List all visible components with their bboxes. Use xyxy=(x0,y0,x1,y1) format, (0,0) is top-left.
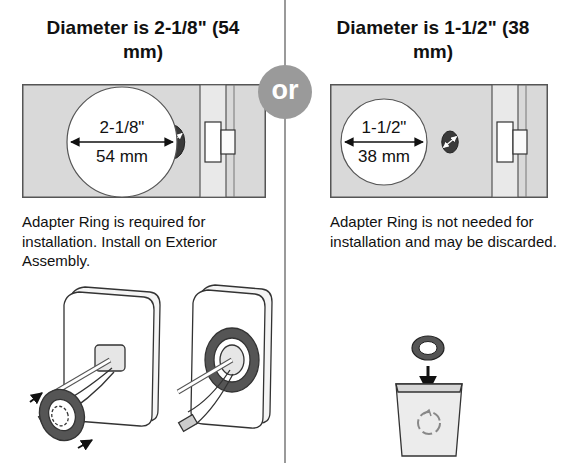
dimension-label: 54 mm xyxy=(96,148,148,165)
dimension-label: 1-1/2" xyxy=(362,119,407,136)
adapter-ring xyxy=(412,336,444,360)
exterior-assembly xyxy=(32,287,160,447)
panel-heading: Diameter is 1-1/2" (38 mm) xyxy=(320,16,546,64)
door-illustration xyxy=(22,84,266,198)
door-panel: 2-1/8" 54 mm xyxy=(22,84,266,198)
trash-can xyxy=(396,384,462,456)
panel-heading: Diameter is 2-1/8" (54 mm) xyxy=(30,16,256,64)
door-illustration xyxy=(330,84,548,198)
dimension-label: 38 mm xyxy=(358,148,410,165)
door-panel: 1-1/2" 38 mm xyxy=(330,84,548,198)
or-badge: or xyxy=(257,64,313,120)
exterior-assembly xyxy=(178,285,272,431)
instruction-note: Adapter Ring is not needed for installat… xyxy=(330,212,558,251)
connector-word: or xyxy=(272,77,299,104)
dimension-label: 2-1/8" xyxy=(100,119,145,136)
instruction-note: Adapter Ring is required for installatio… xyxy=(22,212,272,271)
